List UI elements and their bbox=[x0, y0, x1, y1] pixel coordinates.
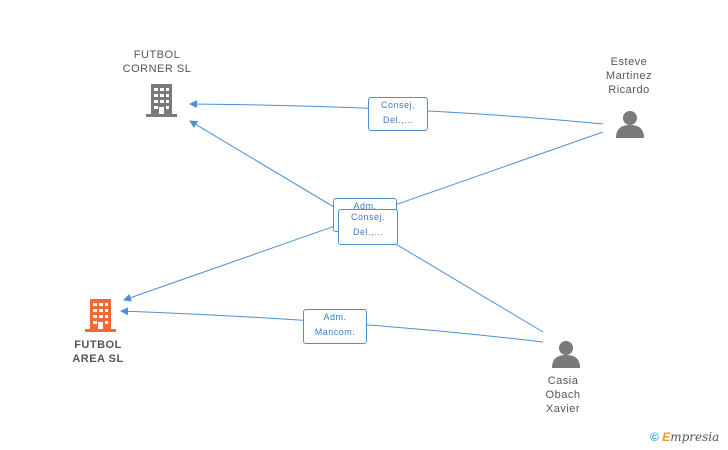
node-label-futbol-corner[interactable]: FUTBOL CORNER SL bbox=[122, 49, 192, 75]
node-label-futbol-area[interactable]: FUTBOL AREA SL bbox=[72, 339, 124, 365]
edge-label-esteve-corner[interactable]: Consej. Del.,... bbox=[368, 97, 428, 131]
edge-label-casia-area[interactable]: Adm. Mancom. bbox=[303, 309, 367, 344]
brand-initial: E bbox=[662, 430, 671, 444]
person-icon[interactable] bbox=[552, 341, 580, 368]
node-label-casia[interactable]: Casia Obach Xavier bbox=[545, 375, 581, 415]
building-icon[interactable] bbox=[85, 299, 116, 332]
node-label-esteve[interactable]: Esteve Martinez Ricardo bbox=[605, 56, 653, 96]
building-icon[interactable] bbox=[146, 84, 177, 117]
empresia-watermark: © Empresia bbox=[650, 430, 719, 444]
brand-name: mpresia bbox=[670, 430, 720, 444]
copyright-icon: © bbox=[650, 430, 659, 444]
edge-label-esteve-area[interactable]: Consej. Del.,... bbox=[338, 209, 398, 245]
person-icon[interactable] bbox=[616, 111, 644, 138]
